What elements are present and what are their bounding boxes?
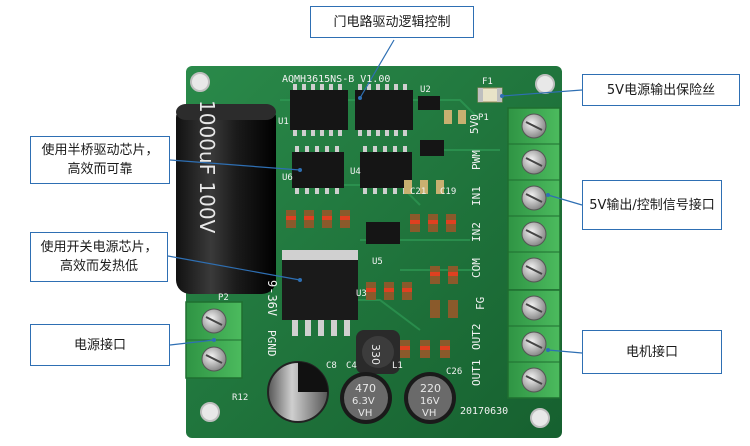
ref-p1: P1 [478,113,489,123]
ref-c19: C19 [440,187,456,197]
ref-r12: R12 [232,393,248,403]
pcb-board [186,66,562,438]
smd-components [286,110,466,358]
small-chips [366,96,444,244]
cap220-voltage: 16V [420,396,440,407]
pin-label-out1: OUT1 [470,360,483,387]
ref-c4: C4 [346,361,357,371]
large-capacitor [176,104,276,294]
callout-power-port: 电源接口 [30,324,170,366]
ref-u5: U5 [372,257,383,267]
switching-regulator [282,250,358,336]
fuse [477,87,503,103]
callout-motor-port: 电机接口 [582,330,722,374]
cap470-value: 470 [355,382,376,395]
gate-driver-ics [290,84,413,136]
ref-u6: U6 [282,173,293,183]
mounting-holes [190,72,555,428]
inductor-marking: 330 [369,344,382,365]
board-date: 20170630 [460,406,508,417]
pin-label-fg: FG [474,297,487,310]
terminal-block-left [185,301,243,379]
ref-f1: F1 [482,77,493,87]
ref-c8: C8 [326,361,337,371]
callout-half-bridge: 使用半桥驱动芯片，高效而可靠 [30,136,170,184]
cap470-voltage: 6.3V [352,396,375,407]
ref-c21: C21 [410,187,426,197]
board-model: AQMH3615NS-B V1.00 [282,74,390,85]
pin-label-pwm: PWM [470,150,483,170]
ref-l1: L1 [392,361,403,371]
cap470-series: VH [358,408,372,419]
pin-label-pgnd: PGND [265,330,278,357]
callout-signal-port: 5V输出/控制信号接口 [582,180,722,230]
cap220-series: VH [422,408,436,419]
ref-c26: C26 [446,367,462,377]
half-bridge-ics [292,146,412,194]
pin-label-in1: IN1 [470,186,483,206]
callout-switching-supply: 使用开关电源芯片，高效而发热低 [30,232,168,282]
pin-label-in2: IN2 [470,222,483,242]
terminal-block-right [507,107,561,399]
voltage-range: 9-36V [265,280,279,316]
ref-u2: U2 [420,85,431,95]
ref-u1: U1 [278,117,289,127]
small-capacitors [267,361,456,424]
pin-label-com: COM [470,258,483,278]
callout-dots [212,94,550,352]
callout-gate-driver: 门电路驱动逻辑控制 [310,6,474,38]
pin-label-5v0: 5V0 [468,114,481,134]
inductor [356,330,400,374]
cap220-value: 220 [420,382,441,395]
ref-u4: U4 [350,167,361,177]
ref-p2: P2 [218,293,229,303]
ref-u3: U3 [356,289,367,299]
callout-fuse: 5V电源输出保险丝 [582,74,740,106]
big-cap-marking: 1000uF 100V [195,100,219,234]
pin-label-out2: OUT2 [470,324,483,351]
callout-lines [167,39,583,354]
